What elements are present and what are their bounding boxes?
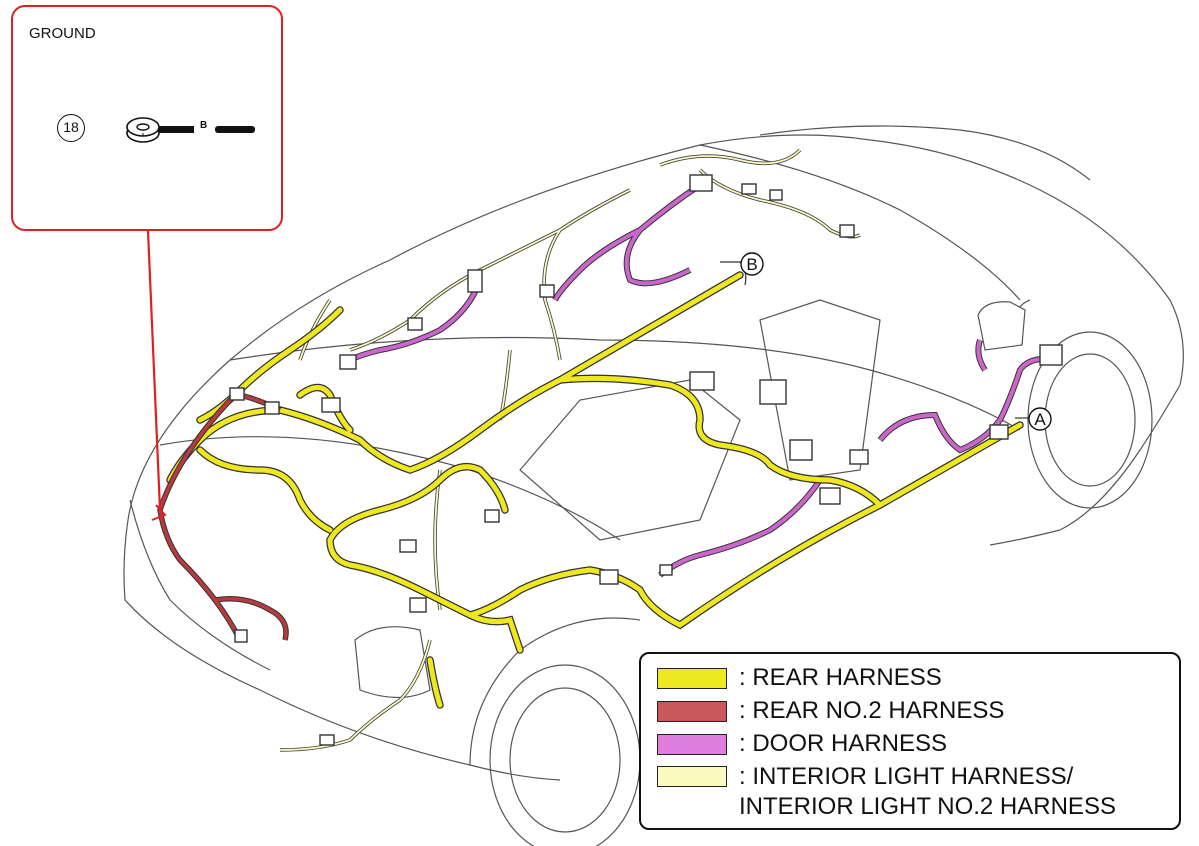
marker-a-label: A (1034, 410, 1046, 429)
door-harness-fill (349, 183, 1061, 577)
legend-item-rear-no2-harness: : REAR NO.2 HARNESS (657, 696, 1004, 726)
callout-title: GROUND (29, 25, 96, 42)
legend-item-interior-light-harness: : INTERIOR LIGHT HARNESS/ INTERIOR LIGHT… (657, 762, 1116, 822)
rear-no2-harness (157, 388, 289, 642)
rear-harness-fill (167, 272, 1023, 708)
harness-legend: : REAR HARNESS : REAR NO.2 HARNESS : DOO… (639, 652, 1181, 830)
rear-no2-harness-fill (158, 388, 288, 641)
legend-item-door-harness: : DOOR HARNESS (657, 729, 947, 759)
harness-connectors (229, 174, 1063, 746)
marker-b: B (720, 252, 764, 286)
ground-terminal-icon (126, 117, 255, 143)
legend-label-line-1: : INTERIOR LIGHT HARNESS/ (739, 763, 1074, 790)
legend-swatch-rear-harness (657, 667, 727, 689)
ground-leader-line (146, 230, 162, 511)
legend-label-rear-no2-harness: : REAR NO.2 HARNESS (739, 697, 1005, 724)
legend-swatch-door-harness (657, 733, 727, 755)
legend-label-line-2: INTERIOR LIGHT NO.2 HARNESS (739, 793, 1116, 820)
legend-item-rear-harness: : REAR HARNESS (657, 663, 942, 693)
legend-swatch-rear-no2-harness (657, 700, 727, 722)
side-mirror (977, 301, 1026, 351)
ground-number-badge: 18 (57, 114, 85, 142)
ground-point-marker (151, 504, 167, 521)
rear-wheel (489, 664, 641, 846)
marker-a: A (1015, 407, 1052, 431)
legend-label-rear-harness: : REAR HARNESS (739, 664, 942, 691)
ground-callout-box: GROUND 18 B (11, 5, 283, 231)
marker-b-label: B (746, 255, 757, 274)
legend-label-door-harness: : DOOR HARNESS (739, 730, 948, 757)
legend-swatch-interior-light-harness (657, 766, 727, 787)
bolt-label: B (200, 120, 208, 131)
legend-label-interior-light-harness: : INTERIOR LIGHT HARNESS/ INTERIOR LIGHT… (739, 762, 1116, 822)
